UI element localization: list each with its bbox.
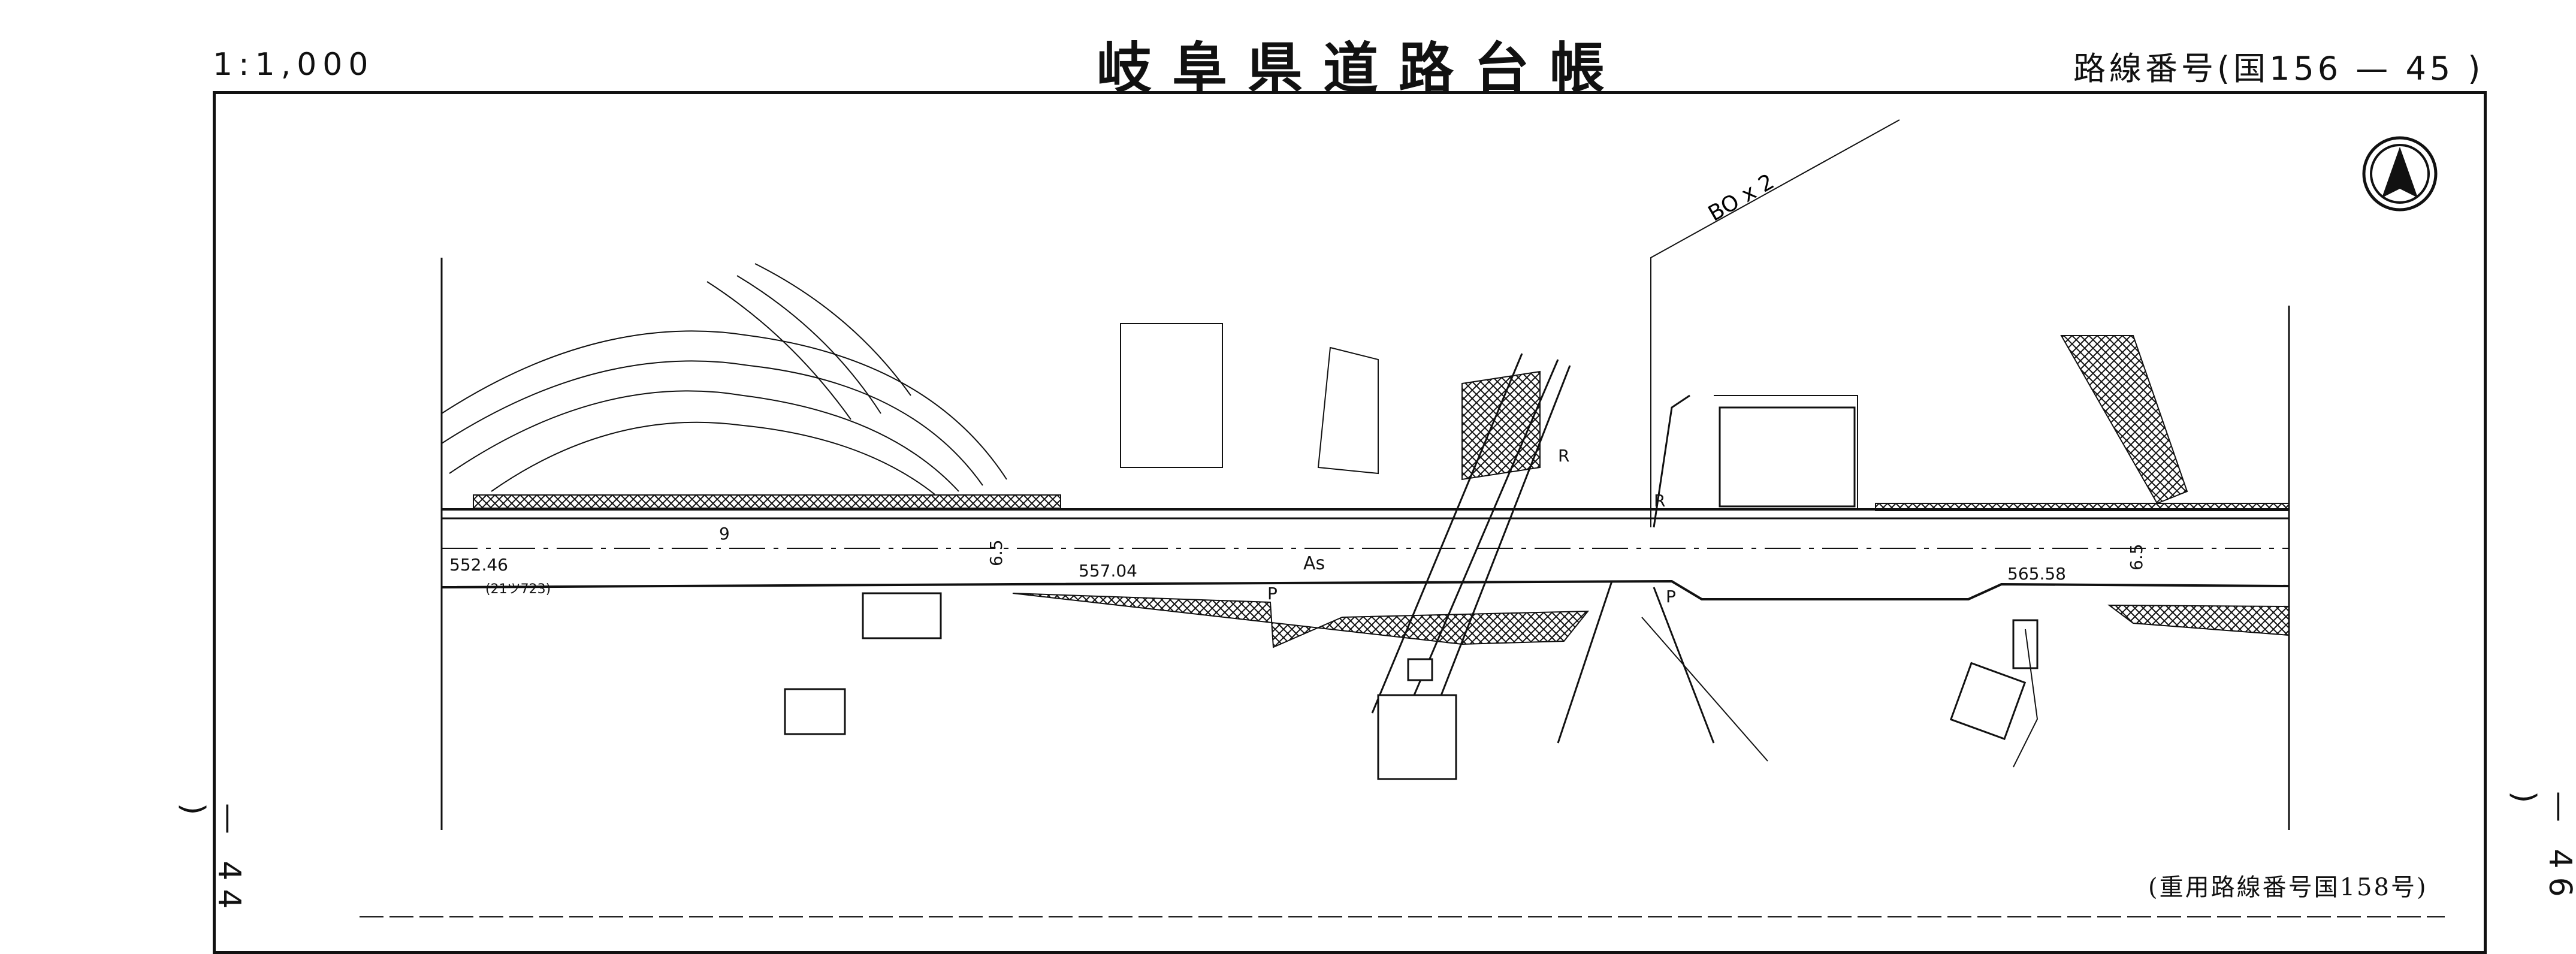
- symbol-label: R: [1654, 491, 1665, 511]
- hatched-area: [2060, 335, 2188, 505]
- chainage-label: 557.04: [1079, 561, 1137, 581]
- route-number: 路線番号(国156 — 45 ): [2073, 50, 2484, 87]
- width-label: 6.5: [2127, 544, 2146, 570]
- station-label: 9: [719, 524, 730, 544]
- surface-label: As: [1303, 553, 1325, 574]
- width-label: 6.5: [986, 539, 1006, 566]
- symbol-label: P: [1267, 584, 1278, 603]
- hatched-area: [1461, 370, 1541, 481]
- buildings: [784, 406, 2039, 780]
- shared-route-note: (重用路線番号国158号): [2148, 874, 2428, 901]
- contour-lines: [441, 263, 1007, 495]
- sidewalk-hatch: [1875, 503, 2290, 511]
- building-outlines: [1120, 323, 2039, 768]
- sidewalk-hatch: [473, 494, 1061, 509]
- symbol-label: P: [1666, 587, 1676, 606]
- chainage-label: 552.46: [449, 555, 508, 575]
- page-title: 岐阜県道路台帳: [1097, 37, 1626, 101]
- hatched-area: [2107, 604, 2290, 636]
- side-road: [1557, 394, 1715, 744]
- map-scale: 1:1,000: [213, 47, 375, 83]
- hatched-area: [1012, 593, 1590, 648]
- page-number-left: — 44 ): [175, 803, 247, 917]
- page-number-right: — 46 ): [2506, 791, 2576, 905]
- chainage-label: 565.58: [2007, 564, 2066, 584]
- symbol-label: R: [1558, 446, 1569, 466]
- culvert-leader: [1650, 119, 1900, 527]
- point-label: (21ツ723): [485, 582, 551, 597]
- road: [441, 508, 2290, 600]
- north-arrow-icon: [2362, 136, 2438, 212]
- culvert-label: BO x 2: [1704, 170, 1778, 227]
